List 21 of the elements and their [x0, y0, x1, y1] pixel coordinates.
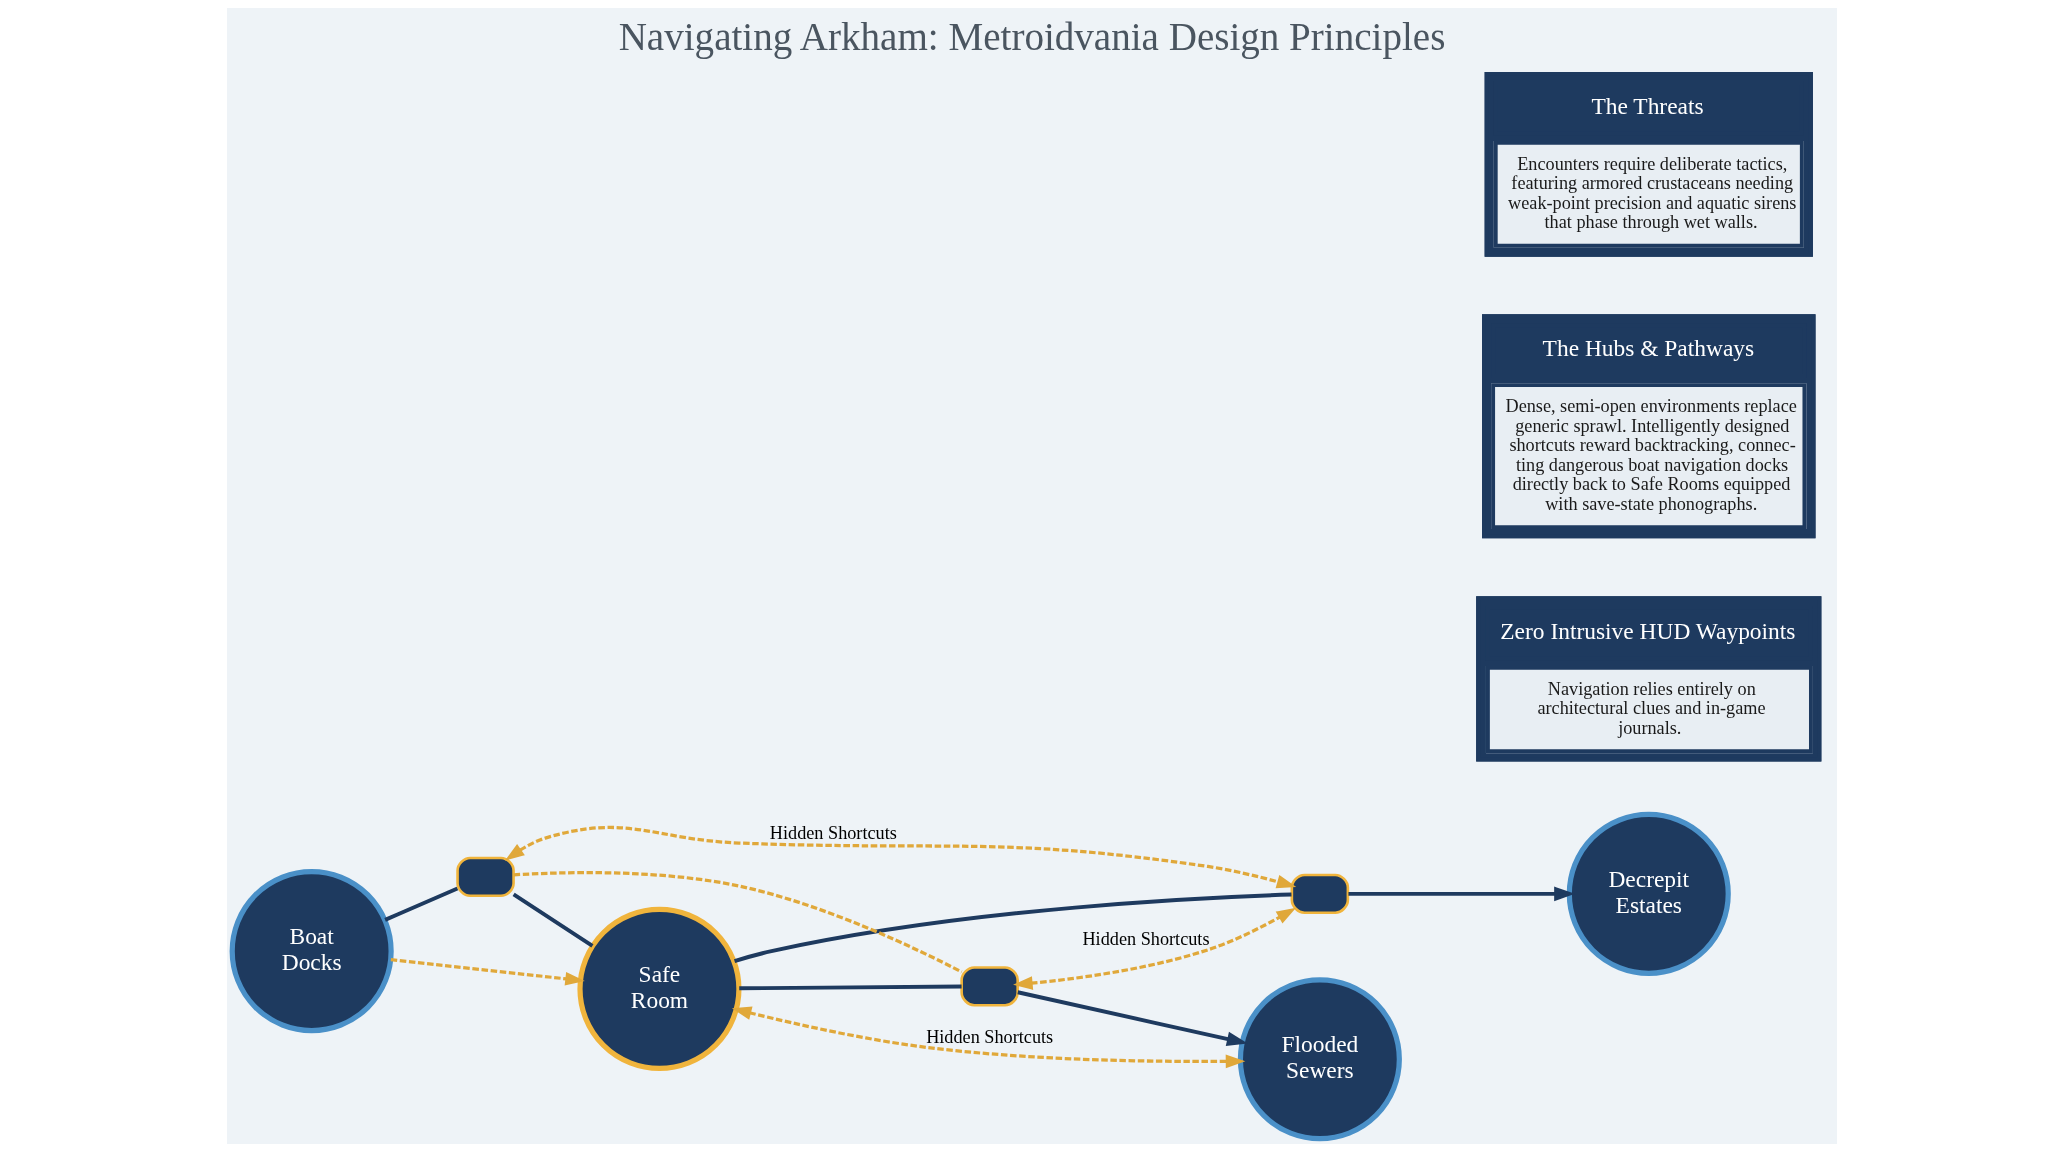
arrow: [1017, 990, 1248, 1047]
node-circle: Decrepit Estates: [1566, 811, 1731, 976]
node-box: [960, 966, 1019, 1007]
connector: [384, 886, 459, 922]
connector: [733, 892, 1292, 964]
arrow: [504, 825, 1297, 889]
arrow: [390, 958, 585, 986]
edge-label: Hidden Shortcuts: [926, 1026, 1054, 1047]
node-circle: Boat Docks: [229, 869, 394, 1034]
node-box: [456, 856, 515, 898]
edge-label: Hidden Shortcuts: [769, 823, 897, 844]
connector: [513, 871, 963, 974]
node-box: [1290, 873, 1350, 915]
arrow: [1013, 907, 1297, 990]
diagram-title: Navigating Arkham: Metroidvania Design Principles: [618, 14, 1446, 58]
connector: [739, 984, 962, 991]
arrow: [731, 1006, 1246, 1069]
node-circle: Flooded Sewers: [1237, 977, 1402, 1142]
connector: [512, 892, 594, 948]
node-circle: Safe Room: [577, 906, 742, 1071]
edge-label: Hidden Shortcuts: [1082, 928, 1210, 949]
